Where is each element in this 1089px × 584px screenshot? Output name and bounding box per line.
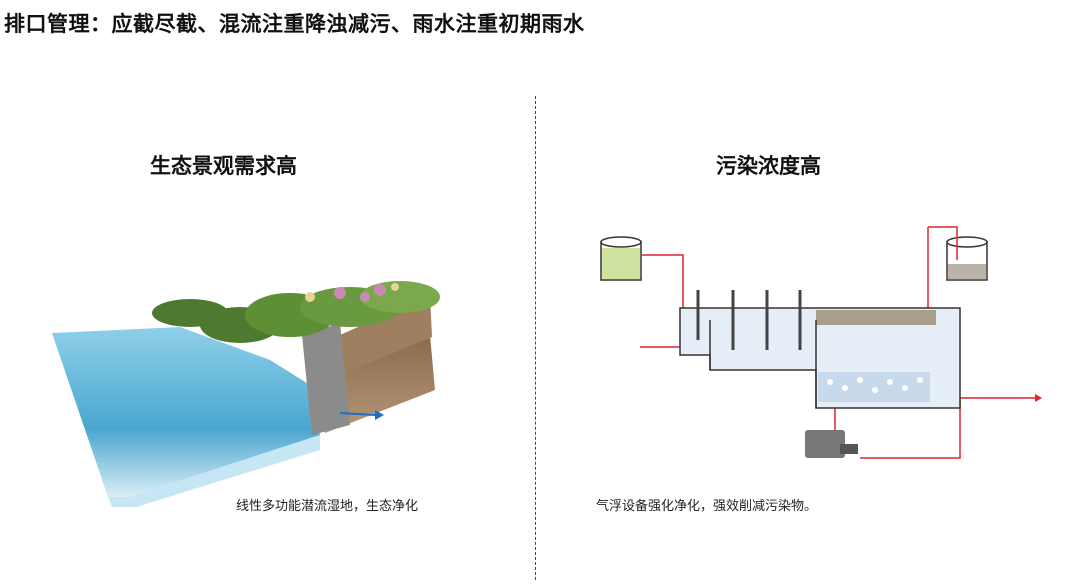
panel-divider	[535, 96, 536, 580]
dissolved-air-flotation-diagram	[600, 226, 1042, 459]
chemical-tank-right	[946, 236, 988, 281]
flotation-vessel	[679, 307, 961, 409]
left-panel-heading: 生态景观需求高	[150, 154, 297, 178]
vegetation	[152, 281, 440, 343]
chemical-tank-left	[600, 236, 642, 281]
right-panel-heading: 污染浓度高	[716, 154, 821, 178]
retaining-wall	[302, 323, 350, 435]
water-body	[52, 327, 320, 497]
page-title: 排口管理：应截尽截、混流注重降浊减污、雨水注重初期雨水	[4, 12, 585, 36]
flow-arrow	[339, 412, 376, 416]
right-panel-caption: 气浮设备强化净化，强效削减污染物。	[596, 499, 818, 514]
left-panel-caption: 线性多功能潜流湿地，生态净化	[236, 499, 419, 514]
mixer-agitators	[696, 290, 802, 350]
wetland-illustration	[52, 281, 440, 507]
recycle-pump	[805, 430, 858, 458]
